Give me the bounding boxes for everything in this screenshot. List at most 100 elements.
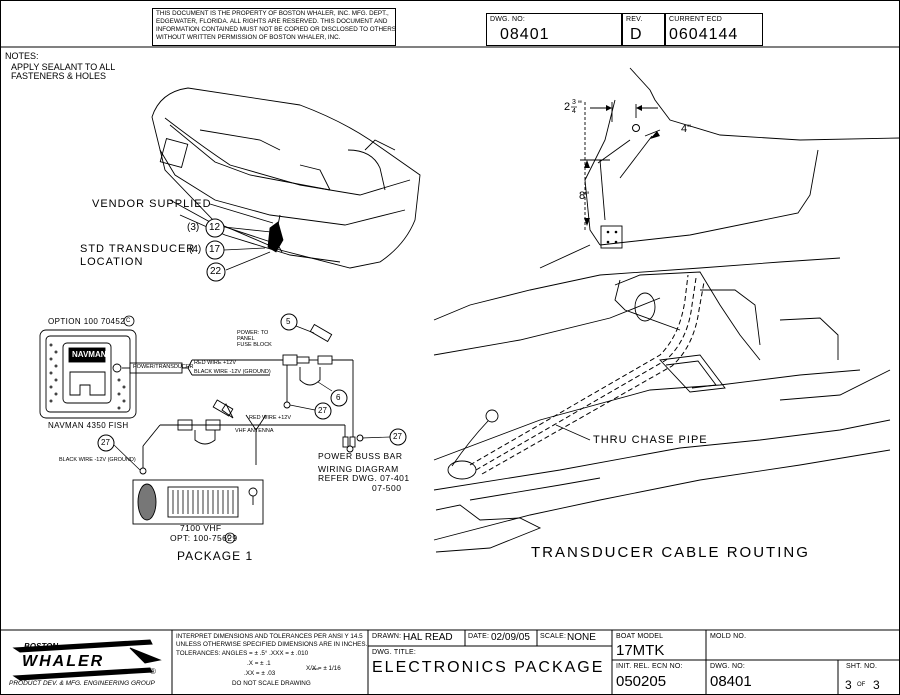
power-to-line-1: POWER: TO — [237, 330, 269, 336]
bubble-12-text: 12 — [209, 222, 221, 233]
qty-4-label: (4) — [189, 244, 202, 255]
tolerance-line-2: UNLESS OTHERWISE SPECIFIED DIMENSIONS AR… — [176, 641, 368, 648]
dim-8-label: 8" — [579, 190, 590, 202]
logo-boston: BOSTON — [24, 642, 59, 651]
dim-2-3-4-unit: " — [578, 99, 582, 111]
fraction-bars — [312, 106, 577, 670]
drawn-value: HAL READ — [403, 632, 453, 643]
notes-line-2: FASTENERS & HOLES — [11, 71, 107, 81]
sheet-no-label: SHT. NO. — [846, 663, 878, 670]
date-value: 02/09/05 — [491, 632, 530, 643]
vhf-grille — [172, 490, 234, 514]
init-ecn-value: 050205 — [616, 673, 667, 690]
dim-2-3-4-den: 4 — [572, 108, 576, 115]
red-wire-2: RED WIRE +12V — [249, 415, 292, 421]
navman-unit — [39, 329, 137, 419]
sheet-no-value: 3 — [845, 678, 852, 692]
bubble-17-text: 17 — [209, 244, 221, 255]
wiring-diagram-line-3: 07-500 — [372, 483, 402, 493]
std-transducer-label: STD TRANSDUCER — [80, 243, 196, 255]
power-buss-bar-label: POWER BUSS BAR — [318, 451, 403, 461]
rev-label: REV. — [626, 16, 643, 23]
dwg-title-value: ELECTRONICS PACKAGE — [372, 659, 605, 676]
wiring-leaders — [113, 325, 391, 471]
ecd-box — [665, 13, 763, 46]
tolerance-line-6: DO NOT SCALE DRAWING — [232, 680, 311, 687]
chase-pipe — [469, 274, 705, 475]
logo-tagline: PRODUCT DEV. & MFG. ENGINEERING GROUP — [9, 680, 155, 687]
bubble-6-text: 6 — [336, 393, 341, 402]
qty-3-label: (3) — [187, 222, 200, 233]
boat-model-label: BOAT MODEL — [616, 633, 664, 640]
bubble-27c-text: 27 — [393, 432, 402, 441]
notice-line-2: EDGEWATER, FLORIDA. ALL RIGHTS ARE RESER… — [156, 18, 388, 25]
dimension-detail — [539, 67, 900, 269]
wiring-bubbles — [97, 313, 407, 452]
thru-chase-pipe-label: THRU CHASE PIPE — [593, 434, 708, 446]
vhf-radio — [132, 414, 267, 525]
black-wire-1: BLACK WIRE -12V (GROUND) — [194, 369, 271, 375]
notes-line-1: APPLY SEALANT TO ALL — [11, 62, 116, 72]
vhf-opt-c-mark: C — [227, 535, 232, 541]
notice-line-1: THIS DOCUMENT IS THE PROPERTY OF BOSTON … — [156, 10, 389, 17]
terminals — [139, 401, 364, 475]
date-label: DATE: — [468, 633, 490, 640]
title-block-lines — [0, 629, 900, 695]
vhf-antenna-label: VHF ANTENNA — [235, 428, 274, 434]
fish-label: NAVMAN 4350 FISH — [48, 421, 129, 430]
navman-brand: NAVMAN — [72, 350, 107, 359]
bubble-22 — [206, 262, 226, 282]
option-label: OPTION 100 70452 — [48, 317, 126, 326]
init-ecn-label: INIT. REL. ECN NO: — [616, 663, 683, 670]
chase-pipe-leader — [555, 424, 591, 441]
power-to-line-3: FUSE BLOCK — [237, 342, 272, 348]
option-c-mark: C — [126, 318, 131, 324]
proprietary-notice-box — [152, 8, 396, 46]
scale-label: SCALE: — [540, 633, 567, 640]
ecd-label: CURRENT ECD — [669, 16, 723, 23]
dwg-title-label: DWG. TITLE: — [372, 649, 417, 656]
vendor-supplied-label: VENDOR SUPPLIED — [92, 198, 212, 210]
vhf-opt-label: OPT: 100-75629 — [170, 533, 238, 543]
dim-4-label: 4" — [681, 123, 692, 135]
routing-perspective — [433, 257, 891, 553]
mold-no-label: MOLD NO. — [710, 633, 747, 640]
notes-title: NOTES: — [5, 51, 39, 61]
rev-value: D — [630, 26, 643, 43]
bubble-27b-text: 27 — [101, 438, 110, 447]
tolerance-line-1: INTERPRET DIMENSIONS AND TOLERANCES PER … — [176, 633, 363, 640]
transducer-leaders — [209, 203, 284, 271]
scale-value: NONE — [567, 632, 596, 643]
rev-box — [622, 13, 665, 46]
power-transducer-label: POWER/TRANSDUCER — [133, 364, 194, 370]
dimension-arrowheads — [584, 105, 660, 244]
dwg-no-label: DWG. NO: — [490, 16, 526, 23]
fractional-tolerance: X/X = ± 1/16 — [306, 665, 341, 672]
bubble-22-text: 22 — [210, 266, 222, 277]
wiring-diagram-line-1: WIRING DIAGRAM — [318, 464, 399, 474]
bubble-5-text: 5 — [286, 317, 291, 326]
logo-whaler: WHALER — [22, 653, 105, 670]
notice-line-3: INFORMATION CONTAINED MUST NOT BE COPIED… — [156, 26, 397, 33]
ecd-value: 0604144 — [669, 26, 739, 43]
package-label: PACKAGE 1 — [177, 549, 254, 563]
notice-line-4: WITHOUT WRITTEN PERMISSION OF BOSTON WHA… — [156, 34, 341, 41]
tolerance-line-5: .XX = ± .03 — [244, 670, 276, 677]
dwg-no-value: 08401 — [500, 26, 550, 43]
dim-2-3-4-num: 3 — [572, 99, 576, 106]
logo-registered: ® — [150, 667, 156, 676]
drawn-label: DRAWN: — [372, 633, 402, 640]
bubble-27a-text: 27 — [318, 406, 327, 415]
boat-model-value: 17MTK — [616, 642, 665, 659]
bubble-12 — [205, 218, 225, 238]
power-to-line-2: PANEL — [237, 336, 255, 342]
dim-2-3-4-whole: 2 — [564, 101, 571, 113]
location-label: LOCATION — [80, 256, 144, 268]
tolerance-line-3: TOLERANCES: ANGLES = ± .5° .XXX = ± .010 — [176, 650, 309, 657]
navman-dots — [49, 343, 126, 410]
routing-title: TRANSDUCER CABLE ROUTING — [531, 544, 810, 561]
wiring-lines — [122, 323, 354, 468]
tb-dwg-no-label: DWG. NO: — [710, 663, 746, 670]
bubble-17 — [205, 240, 225, 260]
